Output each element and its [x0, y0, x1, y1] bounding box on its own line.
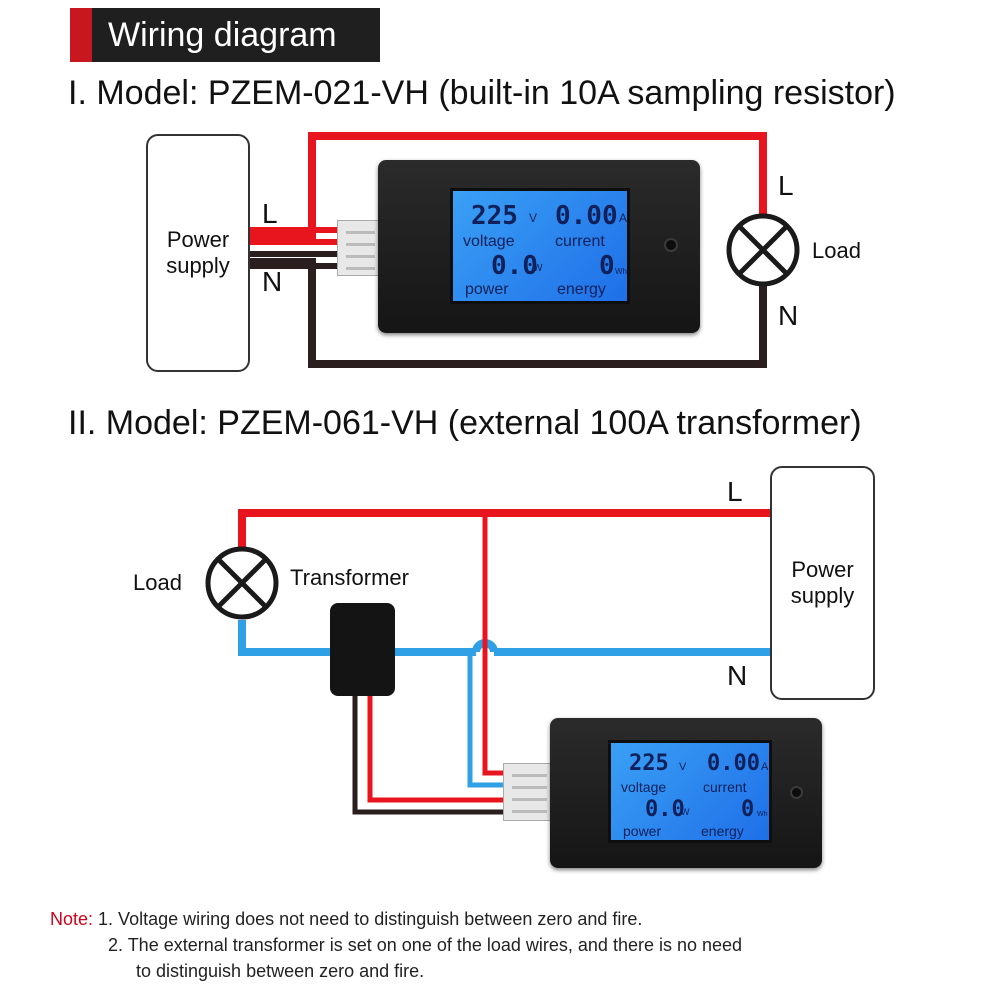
section1-meter-device: 225 V 0.00 A voltage current 0.0 W 0 Wh … — [378, 160, 700, 333]
section1-energy-unit: Wh — [615, 267, 627, 276]
section2-label-N: N — [727, 660, 748, 691]
section1-title: I. Model: PZEM-021-VH (built-in 10A samp… — [68, 74, 896, 112]
section1-label-N-right: N — [778, 300, 799, 331]
section2-title: II. Model: PZEM-061-VH (external 100A tr… — [68, 404, 862, 442]
section2-live-wire — [238, 509, 770, 550]
section2-meter-device: 225 V 0.00 A voltage current 0.0 W 0 Wh … — [550, 718, 822, 868]
section1-power-value: 0.0 — [491, 251, 538, 281]
section2-power-unit: W — [681, 807, 690, 817]
section1-current-label: current — [555, 233, 605, 250]
section2-power-label: power — [623, 823, 662, 839]
section1-label-L-left: L — [262, 198, 278, 229]
section1-power-supply-box: Power supply — [146, 134, 250, 372]
section1-meter-connector — [337, 220, 379, 276]
section2-meter-lcd: 225 V 0.00 A voltage current 0.0 W 0 Wh … — [608, 740, 772, 843]
section1-power-unit: W — [533, 263, 543, 274]
section1-power-label: power — [465, 281, 509, 298]
section2-transformer-icon — [330, 603, 395, 696]
section2-load-label: Load — [133, 570, 182, 595]
note-label: Note: — [50, 909, 94, 929]
section2-meter-button-icon — [790, 786, 803, 799]
section1-current-value: 0.00 — [555, 201, 618, 231]
section2-energy-label: energy — [701, 823, 744, 839]
section2-voltage-unit: V — [679, 761, 687, 773]
header-accent — [70, 8, 92, 62]
section1-voltage-label: voltage — [463, 233, 515, 250]
section2-transformer-label: Transformer — [290, 565, 409, 590]
header-title: Wiring diagram — [108, 16, 337, 54]
section2-current-label: current — [703, 779, 747, 795]
section2-neutral-wire — [238, 620, 476, 656]
section1-load-lamp-icon — [726, 213, 800, 287]
section1-energy-value: 0 — [599, 251, 615, 281]
section2-power-value: 0.0 — [645, 797, 685, 822]
section2-power-supply-label: Power supply — [790, 557, 855, 608]
section1-power-supply-label: Power supply — [166, 227, 230, 278]
section1-neutral-wire — [250, 258, 767, 368]
section2-energy-unit: Wh — [757, 811, 768, 818]
section2-current-unit: A — [761, 761, 769, 773]
section1-meter-lcd: 225 V 0.00 A voltage current 0.0 W 0 Wh … — [450, 188, 630, 304]
note-line-3: to distinguish between zero and fire. — [136, 961, 425, 981]
section1-label-N-left: N — [262, 266, 283, 297]
section1-load-label: Load — [812, 238, 861, 263]
section2-label-L: L — [727, 476, 743, 507]
section2-current-value: 0.00 — [707, 751, 760, 776]
section2-voltage-tap-neutral — [467, 652, 510, 788]
section1-voltage-unit: V — [529, 211, 538, 225]
section2-energy-value: 0 — [741, 797, 755, 822]
section2-power-supply-box: Power supply — [770, 466, 875, 700]
header-banner — [70, 8, 380, 62]
note-line-2: 2. The external transformer is set on on… — [108, 935, 743, 955]
section1-label-L-right: L — [778, 170, 794, 201]
section1-energy-label: energy — [557, 281, 606, 298]
section2-load-lamp-icon — [205, 546, 279, 620]
section1-current-unit: A — [619, 211, 628, 225]
note-line-1: 1. Voltage wiring does not need to disti… — [98, 909, 643, 929]
section1-voltage-value: 225 — [471, 201, 518, 231]
section2-meter-connector — [503, 763, 551, 821]
section2-voltage-value: 225 — [629, 751, 669, 776]
section2-voltage-tap-live — [482, 513, 510, 776]
section2-transformer-lead-red — [367, 695, 510, 803]
section1-meter-button-icon — [664, 238, 678, 252]
section2-transformer-lead-black — [352, 695, 510, 815]
section2-voltage-label: voltage — [621, 779, 667, 795]
